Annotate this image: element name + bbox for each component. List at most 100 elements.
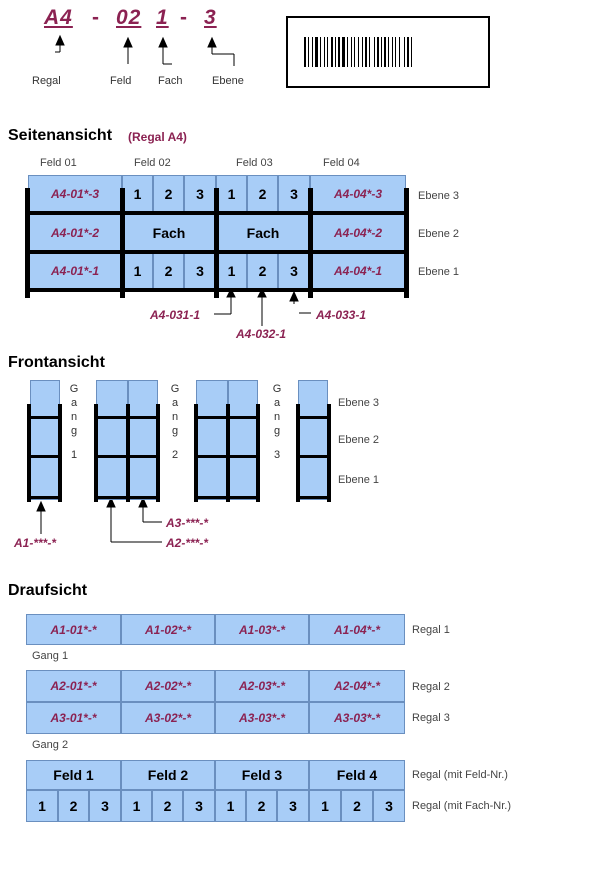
gang-letter: a — [171, 397, 179, 409]
side-cell-f3-e3-2: 2 — [247, 175, 278, 213]
barcode-label — [286, 16, 490, 88]
barcode-bar — [342, 37, 345, 67]
code-sep-2: - — [180, 6, 187, 29]
seitenansicht-title: Seitenansicht — [8, 127, 113, 144]
barcode-bar — [327, 37, 328, 67]
gang-letter: a — [70, 397, 78, 409]
top-feld-1: Feld 1 — [26, 760, 121, 790]
top-cell-a3-02: A3-02*-* — [121, 702, 215, 734]
side-cell-f3-e1-1: 1 — [216, 252, 247, 290]
feld-label-4: Feld 04 — [323, 157, 360, 169]
top-cell-a3-01: A3-01*-* — [26, 702, 121, 734]
front-post — [94, 404, 98, 502]
legend-ebene: Ebene — [212, 75, 244, 87]
side-ebene-1: Ebene 1 — [418, 266, 459, 278]
gang-letter: n — [273, 411, 281, 423]
front-post — [126, 404, 130, 502]
gang-letter: a — [273, 397, 281, 409]
gang-letter: g — [70, 425, 78, 437]
side-cell-f1-e2: A4-01*-2 — [28, 213, 122, 252]
side-cell-f4-e2: A4-04*-2 — [310, 213, 406, 252]
code-ebene: 3 — [204, 6, 217, 29]
barcode-bar — [411, 37, 412, 67]
top-cell-a1-03: A1-03*-* — [215, 614, 309, 645]
label-regal-1: Regal 1 — [412, 624, 450, 636]
top-fach: 3 — [277, 790, 309, 822]
code-fach: 1 — [156, 6, 169, 29]
barcode-bar — [388, 37, 389, 67]
top-feld-4: Feld 4 — [309, 760, 405, 790]
top-cell-a1-02: A1-02*-* — [121, 614, 215, 645]
feld-label-1: Feld 01 — [40, 157, 77, 169]
side-cell-f2-e1-3: 3 — [184, 252, 216, 290]
front-ebene-3: Ebene 3 — [338, 397, 379, 409]
callout-a4-032-1: A4-032-1 — [236, 327, 287, 341]
side-cell-f1-e1: A4-01*-1 — [28, 252, 122, 290]
side-cell-f1-e3: A4-01*-3 — [28, 175, 122, 213]
front-rack-a6 — [298, 380, 328, 500]
gang-number-3: 3 — [273, 449, 281, 461]
barcode-bar — [381, 37, 382, 67]
barcode-bar — [358, 37, 359, 67]
callout-a1: A1-***-* — [14, 536, 57, 550]
legend-regal: Regal — [32, 75, 61, 87]
barcode-bar — [338, 37, 340, 67]
top-fach: 1 — [309, 790, 341, 822]
front-post — [194, 404, 198, 502]
barcode-bar — [331, 37, 333, 67]
code-regal: A4 — [44, 6, 73, 29]
code-feld: 02 — [116, 6, 142, 29]
front-post — [327, 404, 331, 502]
gang-letter: g — [171, 425, 179, 437]
top-fach: 3 — [373, 790, 405, 822]
top-feld-2: Feld 2 — [121, 760, 215, 790]
top-fach: 3 — [89, 790, 121, 822]
barcode-bar — [320, 37, 321, 67]
barcode-bar — [407, 37, 409, 67]
side-cell-f4-e3: A4-04*-3 — [310, 175, 406, 213]
callout-a2: A2-***-* — [166, 536, 209, 550]
side-ebene-2: Ebene 2 — [418, 228, 459, 240]
code-sep-1: - — [92, 6, 99, 29]
barcode-bar — [351, 37, 352, 67]
gang-label-3: G a n g 3 — [272, 382, 282, 462]
side-cell-f4-e1: A4-04*-1 — [310, 252, 406, 290]
top-cell-a2-02: A2-02*-* — [121, 670, 215, 702]
front-shelf — [194, 416, 260, 419]
barcode-bar — [369, 37, 370, 67]
front-shelf — [94, 416, 160, 419]
gang-letter: G — [170, 383, 180, 395]
barcode-bar — [365, 37, 367, 67]
front-post — [256, 404, 260, 502]
barcode-bar — [377, 37, 379, 67]
front-shelf — [27, 455, 62, 458]
barcode-bar — [324, 37, 325, 67]
top-cell-a2-01: A2-01*-* — [26, 670, 121, 702]
draufsicht-title: Draufsicht — [8, 582, 88, 599]
top-fach: 1 — [121, 790, 152, 822]
barcode-bar — [392, 37, 393, 67]
label-gang-2: Gang 2 — [32, 739, 69, 751]
front-shelf — [27, 496, 62, 499]
gang-letter: G — [272, 383, 282, 395]
front-post — [296, 404, 300, 502]
side-cell-f2-e1-2: 2 — [153, 252, 184, 290]
top-cell-a1-01: A1-01*-* — [26, 614, 121, 645]
side-post-4 — [308, 188, 313, 298]
side-post-5 — [404, 188, 409, 298]
front-post — [27, 404, 31, 502]
label-fach-nr: Regal (mit Fach-Nr.) — [412, 800, 512, 812]
label-feld-nr: Regal (mit Feld-Nr.) — [412, 769, 508, 781]
front-rack-a2 — [96, 380, 128, 500]
gang-letter: n — [70, 411, 78, 423]
gang-number-2: 2 — [171, 449, 179, 461]
front-shelf — [194, 496, 260, 499]
feld-label-2: Feld 02 — [134, 157, 171, 169]
side-cell-f3-e3-1: 1 — [216, 175, 247, 213]
barcode-bar — [362, 37, 363, 67]
label-regal-2: Regal 2 — [412, 681, 450, 693]
side-ebene-3: Ebene 3 — [418, 190, 459, 202]
frontansicht-title: Frontansicht — [8, 354, 105, 371]
front-post — [58, 404, 62, 502]
